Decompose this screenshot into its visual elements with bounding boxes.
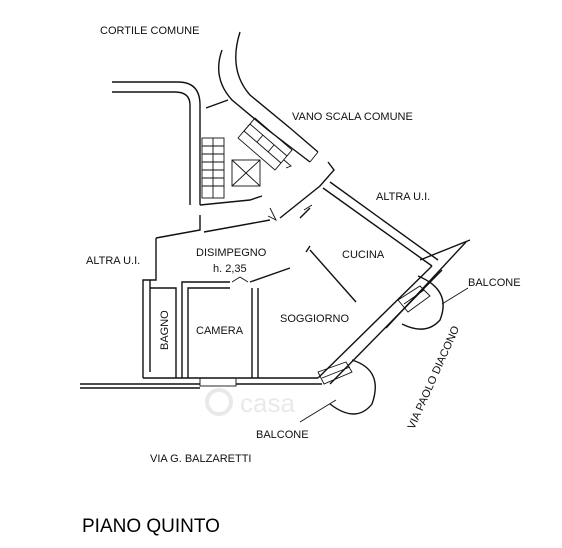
label-soggiorno: SOGGIORNO	[280, 313, 350, 325]
label-cortile-comune: CORTILE COMUNE	[100, 25, 199, 37]
label-balcone-right: BALCONE	[468, 277, 521, 289]
label-altra-ui-right: ALTRA U.I.	[376, 191, 430, 203]
watermark-text: casa	[240, 388, 295, 418]
label-disimpegno-height: h. 2,35	[213, 263, 247, 275]
plan-title: PIANO QUINTO	[82, 516, 220, 537]
room-partitions	[150, 267, 291, 387]
label-bagno: BAGNO	[159, 310, 171, 350]
balconies	[299, 275, 469, 423]
watermark: casa	[205, 388, 295, 418]
landing-walls	[155, 161, 335, 239]
kitchen-partition	[305, 245, 357, 303]
label-balcone-bottom: BALCONE	[256, 429, 309, 441]
label-vano-scala-comune: VANO SCALA COMUNE	[292, 111, 413, 123]
label-via-paolo-diacono: VIA PAOLO DIACONO	[406, 324, 463, 431]
label-disimpegno: DISIMPEGNO	[196, 247, 267, 259]
staircase	[201, 117, 293, 199]
label-cucina: CUCINA	[342, 249, 385, 261]
stair-well-walls	[218, 31, 319, 163]
courtyard-wall	[112, 81, 229, 205]
boundary-right	[322, 181, 439, 267]
label-via-balzaretti: VIA G. BALZARETTI	[150, 453, 251, 465]
label-altra-ui-left: ALTRA U.I.	[86, 255, 140, 267]
room-labels: CORTILE COMUNE VANO SCALA COMUNE ALTRA U…	[86, 25, 521, 465]
label-camera: CAMERA	[196, 325, 244, 337]
street-line	[385, 241, 467, 329]
